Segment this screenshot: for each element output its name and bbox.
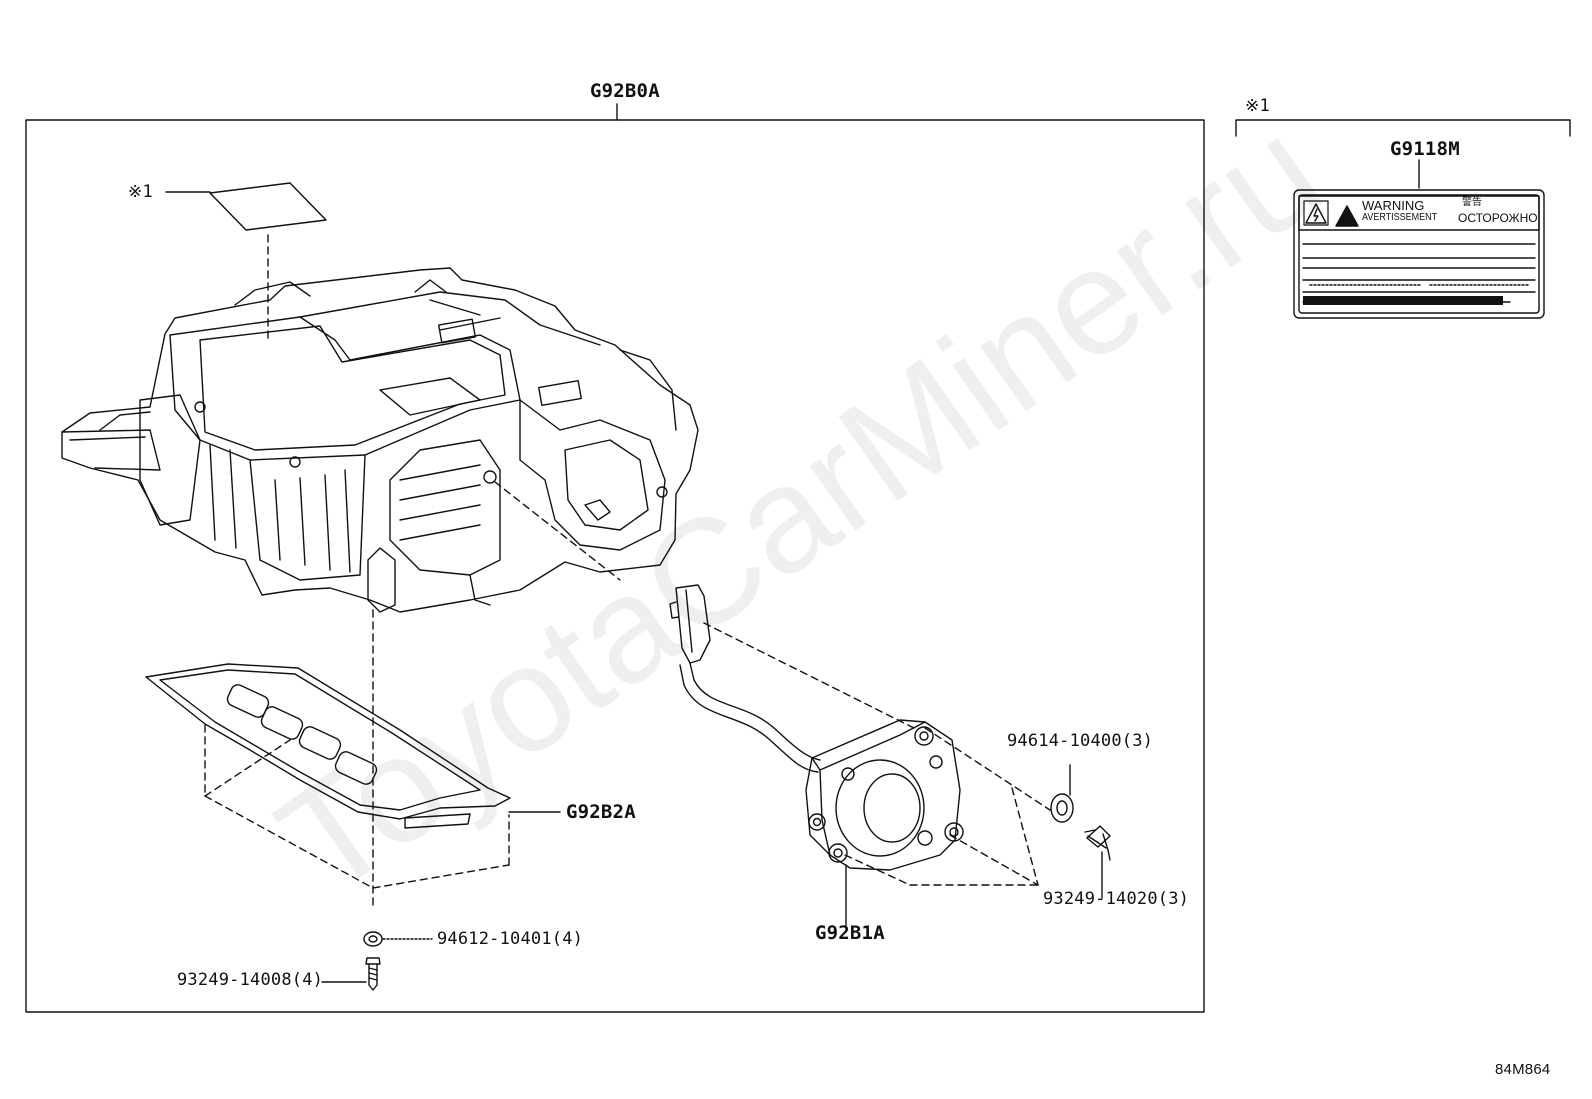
note-right-label: ※1 — [1245, 96, 1270, 116]
washer-large — [363, 931, 383, 947]
warning-triangle-icon — [1335, 205, 1359, 227]
hazard-electric-icon — [1305, 203, 1327, 224]
warning-cyrillic-text: ОСТОРОЖНО — [1458, 211, 1538, 225]
assembly-label: G92B0A — [590, 80, 660, 102]
bolt-small-label: 93249-14020(3) — [1043, 889, 1190, 909]
inverter-assembly — [61, 267, 699, 613]
water-pump — [805, 719, 964, 929]
figure-code: 84M864 — [1495, 1061, 1551, 1078]
washer-small-label: 94614-10400(3) — [1007, 731, 1154, 751]
warning-label-card — [1293, 189, 1545, 319]
warning-text: WARNING — [1362, 198, 1425, 213]
washer-large-label: 94612-10401(4) — [437, 929, 584, 949]
warning-cjk-text: 警告 — [1462, 197, 1482, 208]
cover-dash-box — [204, 724, 510, 889]
cover-gasket-label: G92B2A — [566, 801, 636, 823]
label-part-number: G9118M — [1390, 138, 1460, 160]
avertissement-text: AVERTISSEMENT — [1362, 212, 1438, 223]
note-left-label: ※1 — [128, 182, 153, 202]
washer-small — [1050, 793, 1074, 823]
pump-connector-harness — [669, 584, 821, 773]
bolt-large-label: 93249-14008(4) — [177, 970, 324, 990]
bolt-small — [1084, 825, 1111, 861]
pump-label: G92B1A — [815, 922, 885, 944]
label-kit-bracket — [1235, 119, 1571, 137]
label-sheet — [209, 182, 327, 231]
assembly-frame — [25, 119, 1205, 1013]
cover-gasket — [145, 663, 561, 829]
bolt-large — [365, 957, 381, 991]
